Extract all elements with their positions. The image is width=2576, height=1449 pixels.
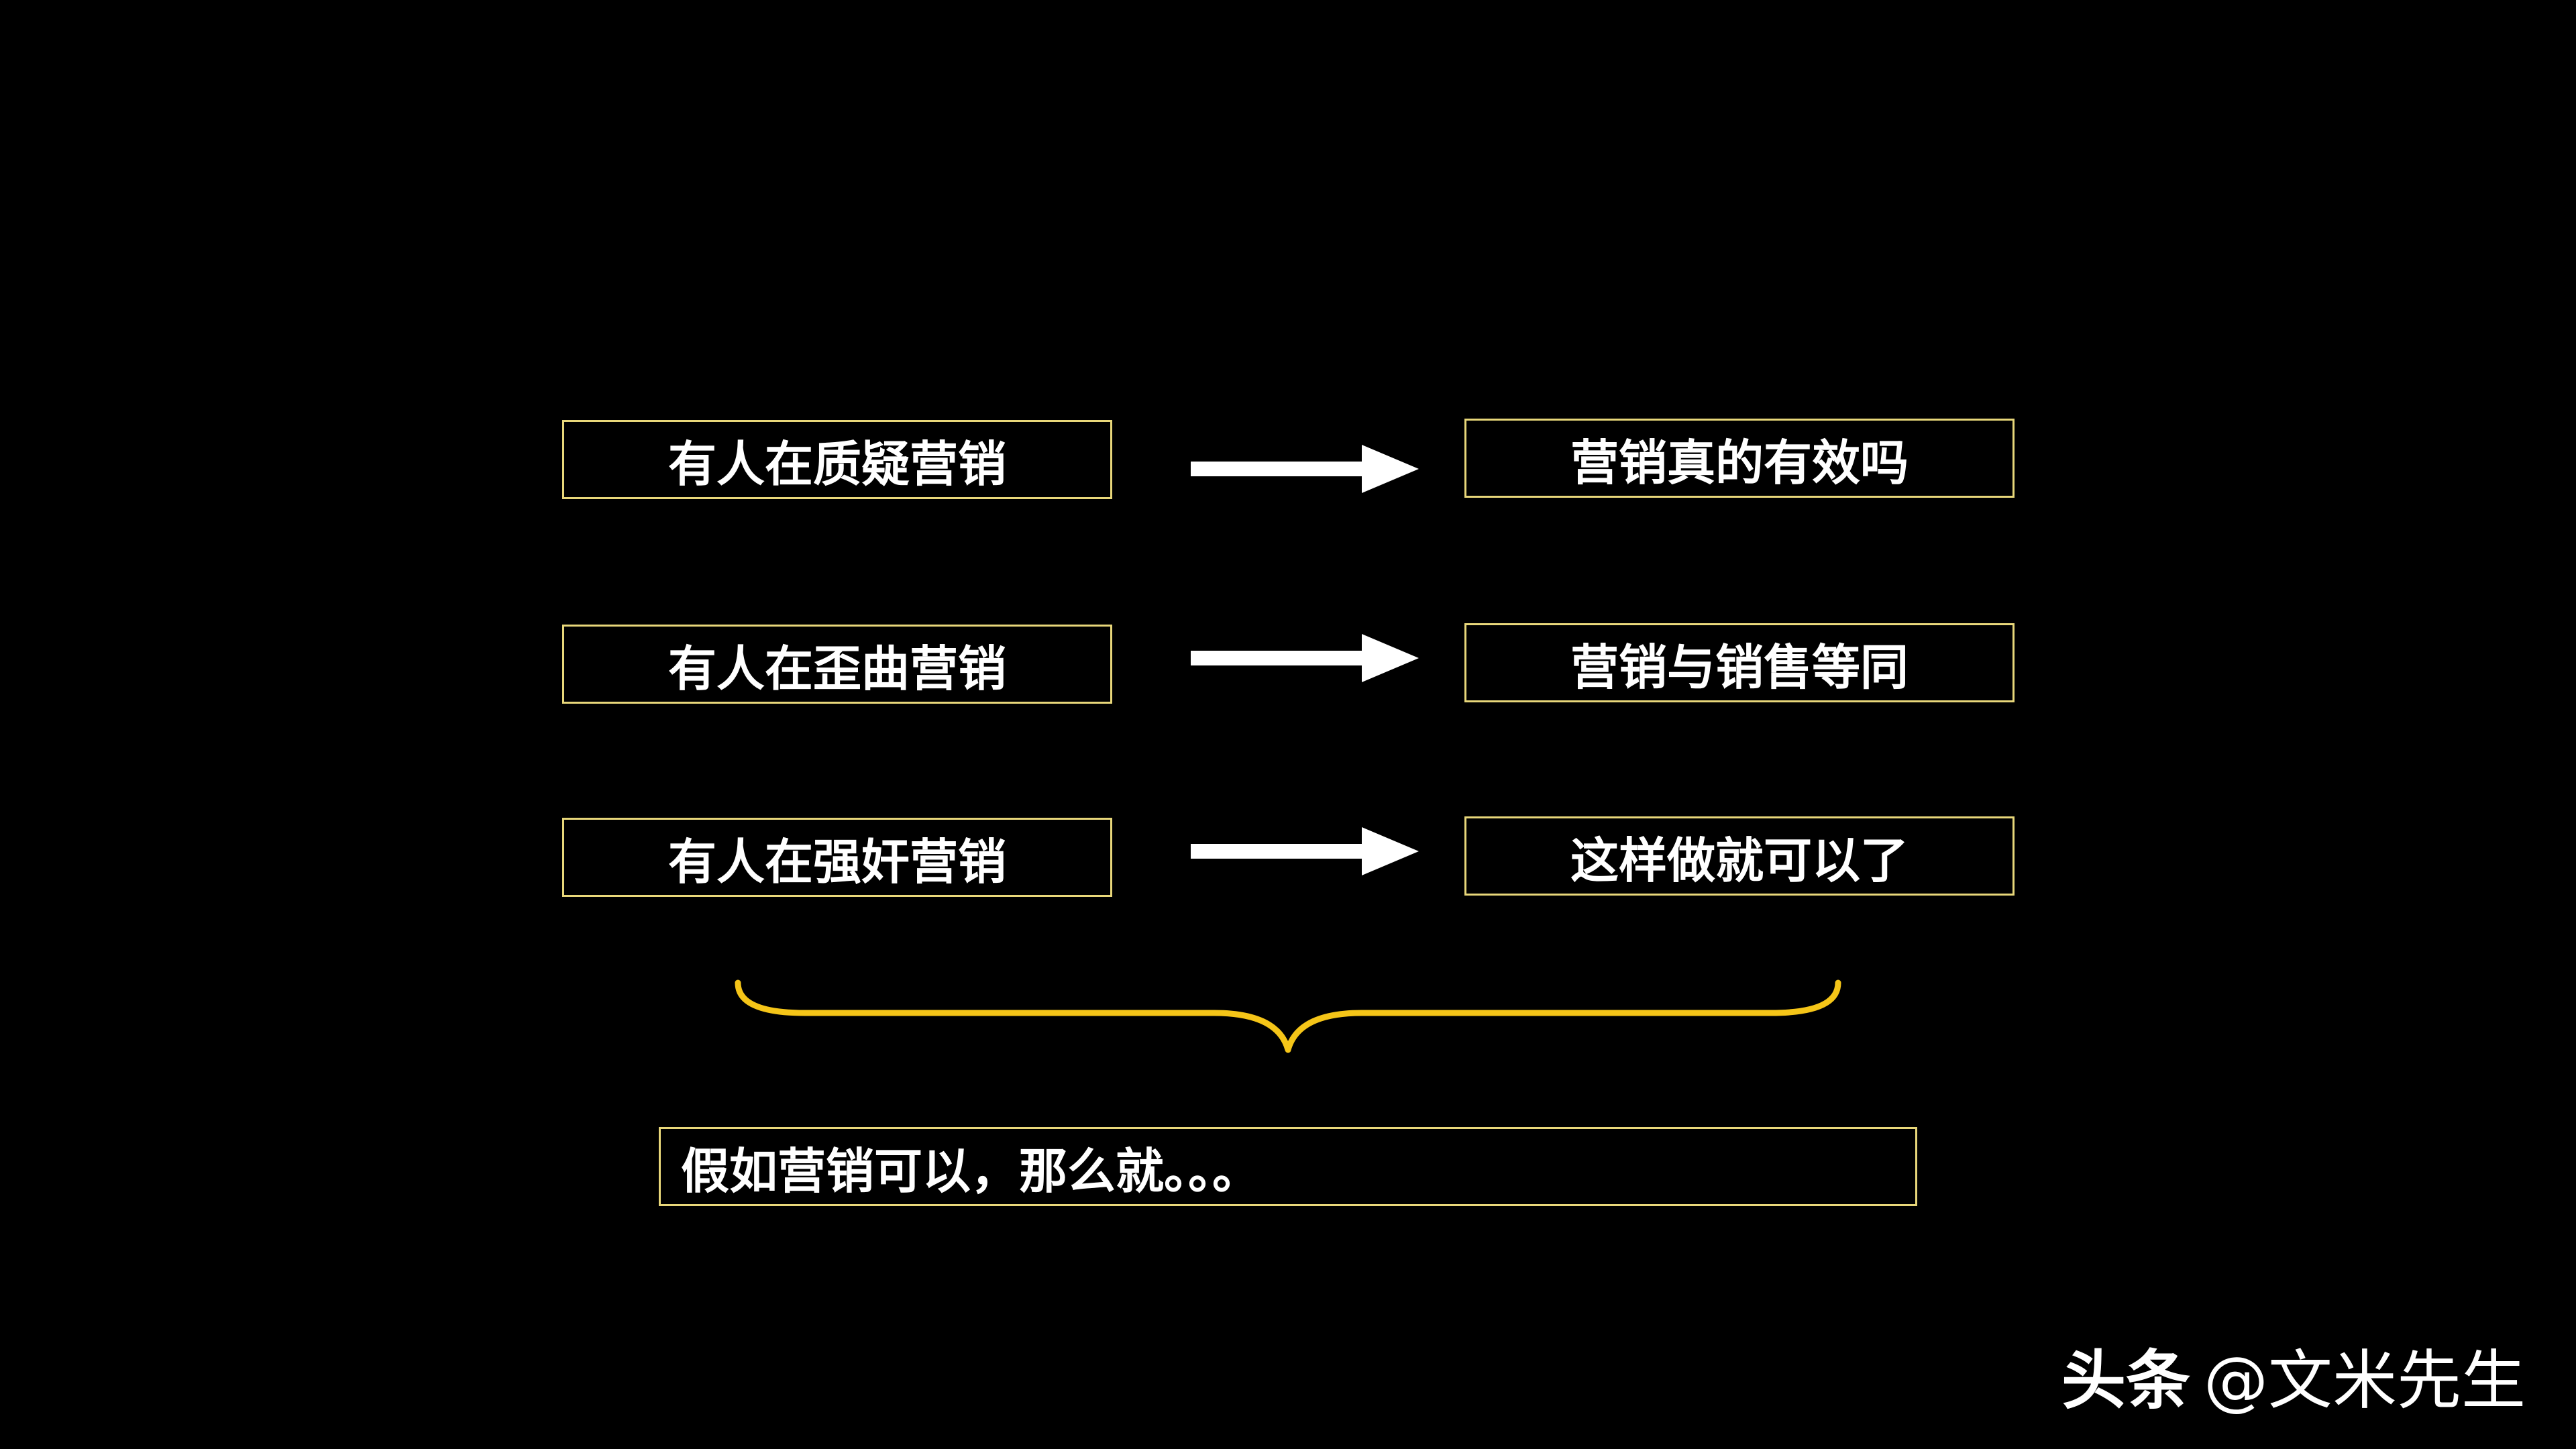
effect-label-2: 营销与销售等同 [1570,639,1909,696]
effect-label-3: 这样做就可以了 [1570,832,1909,889]
arrow-right-icon [1191,445,1419,493]
cause-label-3: 有人在强奸营销 [667,833,1006,890]
watermark-handle: @文米先生 [2204,1343,2526,1418]
cause-box-2: 有人在歪曲营销 [562,625,1112,704]
cause-label-1: 有人在质疑营销 [667,435,1006,492]
cause-label-2: 有人在歪曲营销 [667,640,1006,697]
summary-label: 假如营销可以，那么就。。。 [681,1142,1261,1199]
curly-brace-icon [735,979,1841,1053]
arrow-right-icon [1191,634,1419,682]
cause-box-1: 有人在质疑营销 [562,420,1112,499]
effect-box-1: 营销真的有效吗 [1464,419,2015,498]
watermark-brand: 头条 [2061,1343,2190,1418]
arrow-right-icon [1191,827,1419,875]
watermark: 头条 @文米先生 [2061,1328,2526,1421]
cause-box-3: 有人在强奸营销 [562,818,1112,897]
effect-box-3: 这样做就可以了 [1464,816,2015,896]
effect-box-2: 营销与销售等同 [1464,623,2015,702]
effect-label-1: 营销真的有效吗 [1570,434,1909,491]
summary-box: 假如营销可以，那么就。。。 [659,1127,1917,1206]
